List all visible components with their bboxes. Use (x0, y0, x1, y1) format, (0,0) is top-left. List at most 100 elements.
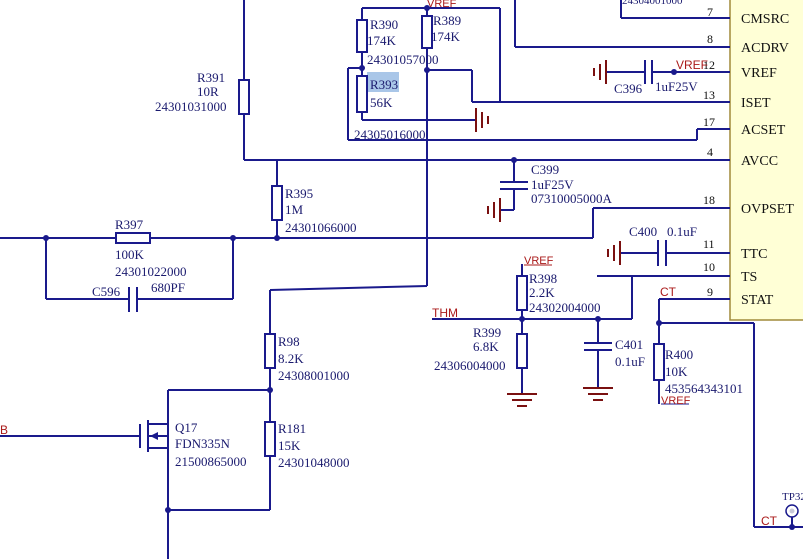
net-top-partial: 24304001000 (622, 0, 683, 7)
capacitor-c401[interactable]: C401 0.1uF (584, 337, 645, 369)
r398-part: 24302004000 (529, 300, 601, 315)
capacitor-c396[interactable]: C396 1uF25V (614, 60, 698, 96)
r393-ref: R393 (370, 77, 398, 92)
c400-value: 0.1uF (667, 224, 697, 239)
selection-highlight (367, 72, 399, 92)
pin-name-avcc: AVCC (741, 154, 778, 169)
transistor-q17[interactable]: Q17 FDN335N 21500865000 (139, 420, 247, 469)
r399-value: 6.8K (473, 339, 499, 354)
pin-num-11: 11 (703, 237, 715, 251)
pin-num-13: 13 (703, 88, 715, 102)
resistor-r393[interactable]: R393 56K 24305016000 (354, 75, 426, 142)
ground-symbol-c399 (487, 198, 501, 222)
net-b: B (0, 423, 8, 437)
r389-ref: R389 (433, 13, 461, 28)
ground-symbol-r399 (507, 393, 537, 407)
pin-name-ttc: TTC (741, 247, 767, 262)
r391-ref: R391 (197, 70, 225, 85)
pin-name-cmsrc: CMSRC (741, 12, 789, 27)
net-thm: THM (432, 306, 458, 320)
r399-part: 24306004000 (434, 358, 506, 373)
r398-value: 2.2K (529, 285, 555, 300)
net-vref-top: VREF (427, 0, 457, 10)
capacitor-c596[interactable]: C596 680PF (92, 280, 185, 312)
c396-value: 1uF25V (655, 79, 698, 94)
test-point-tp32[interactable]: TP32 (782, 491, 803, 530)
pin-num-7: 7 (707, 5, 713, 19)
r395-part: 24301066000 (285, 220, 357, 235)
r397-ref: R397 (115, 217, 144, 232)
junction-dots (43, 5, 677, 513)
r391-value: 10R (197, 84, 219, 99)
q17-ref: Q17 (175, 420, 198, 435)
net-ct-top: CT (660, 285, 677, 299)
pin-name-ts: TS (741, 270, 757, 285)
net-vref-c396: VREF (676, 58, 708, 72)
pin-num-17: 17 (703, 115, 715, 129)
r181-part: 24301048000 (278, 455, 350, 470)
pin-name-vref: VREF (741, 66, 777, 81)
r399-ref: R399 (473, 325, 501, 340)
pin-num-4: 4 (707, 145, 713, 159)
q17-model: FDN335N (175, 436, 231, 451)
pin-name-acset: ACSET (741, 123, 786, 138)
r98-part: 24308001000 (278, 368, 350, 383)
ground-symbol-r393 (475, 108, 489, 132)
ground-symbol-c401 (583, 387, 613, 401)
net-labels: VREF VREF VREF VREF THM CT CT B 24304001… (0, 0, 778, 528)
r389-part: 24301057000 (367, 52, 439, 67)
ground-symbol-c396 (593, 60, 607, 84)
resistor-r400[interactable]: R400 10K 453564343101 (653, 343, 743, 396)
ground-symbol-c400 (607, 241, 621, 265)
r397-value: 100K (115, 247, 145, 262)
c400-ref: C400 (629, 224, 657, 239)
pin-num-8: 8 (707, 32, 713, 46)
resistor-r398[interactable]: R398 2.2K 24302004000 (516, 271, 601, 315)
r389-value: 174K (431, 29, 461, 44)
resistor-r397[interactable]: R397 100K 24301022000 (115, 217, 187, 279)
resistor-r390[interactable]: R390 174K (356, 17, 398, 53)
resistor-r181[interactable]: R181 15K 24301048000 (264, 421, 350, 470)
r98-ref: R98 (278, 334, 300, 349)
ic-pin-labels: CMSRC 7 ACDRV 8 VREF 12 ISET 13 ACSET 17… (703, 5, 794, 308)
c401-value: 0.1uF (615, 354, 645, 369)
r390-value: 174K (367, 33, 397, 48)
ic-body[interactable] (729, 0, 803, 321)
tp32-ref: TP32 (782, 491, 803, 503)
capacitor-c399[interactable]: C399 1uF25V 07310005000A (500, 162, 613, 206)
resistor-r391[interactable]: R391 10R 24301031000 (155, 70, 250, 115)
net-vref-r398: VREF (524, 255, 554, 267)
r393-value: 56K (370, 95, 393, 110)
resistor-r395[interactable]: R395 1M 24301066000 (271, 185, 357, 235)
r393-part: 24305016000 (354, 127, 426, 142)
r400-value: 10K (665, 364, 688, 379)
r400-ref: R400 (665, 347, 693, 362)
r181-value: 15K (278, 438, 301, 453)
r390-ref: R390 (370, 17, 398, 32)
resistor-r399[interactable]: R399 6.8K 24306004000 (434, 325, 528, 373)
resistor-r98[interactable]: R98 8.2K 24308001000 (264, 333, 350, 383)
pin-num-18: 18 (703, 193, 715, 207)
r181-ref: R181 (278, 421, 306, 436)
r397-part: 24301022000 (115, 264, 187, 279)
ic-pin-lines (244, 17, 730, 300)
r395-value: 1M (285, 202, 304, 217)
r391-part: 24301031000 (155, 99, 227, 114)
c596-ref: C596 (92, 284, 121, 299)
r400-part: 453564343101 (665, 381, 743, 396)
pin-num-10: 10 (703, 260, 715, 274)
c396-ref: C396 (614, 81, 643, 96)
c399-value: 1uF25V (531, 177, 574, 192)
capacitor-c400[interactable]: C400 0.1uF (629, 224, 697, 266)
net-ct-bottom: CT (761, 514, 778, 528)
pin-num-12: 12 (703, 58, 715, 72)
c401-ref: C401 (615, 337, 643, 352)
r398-ref: R398 (529, 271, 557, 286)
r395-ref: R395 (285, 186, 313, 201)
c596-value: 680PF (151, 280, 185, 295)
net-vref-r400: VREF (661, 395, 691, 407)
resistor-r389[interactable]: R389 174K 24301057000 (367, 13, 461, 67)
q17-part: 21500865000 (175, 454, 247, 469)
r98-value: 8.2K (278, 351, 304, 366)
